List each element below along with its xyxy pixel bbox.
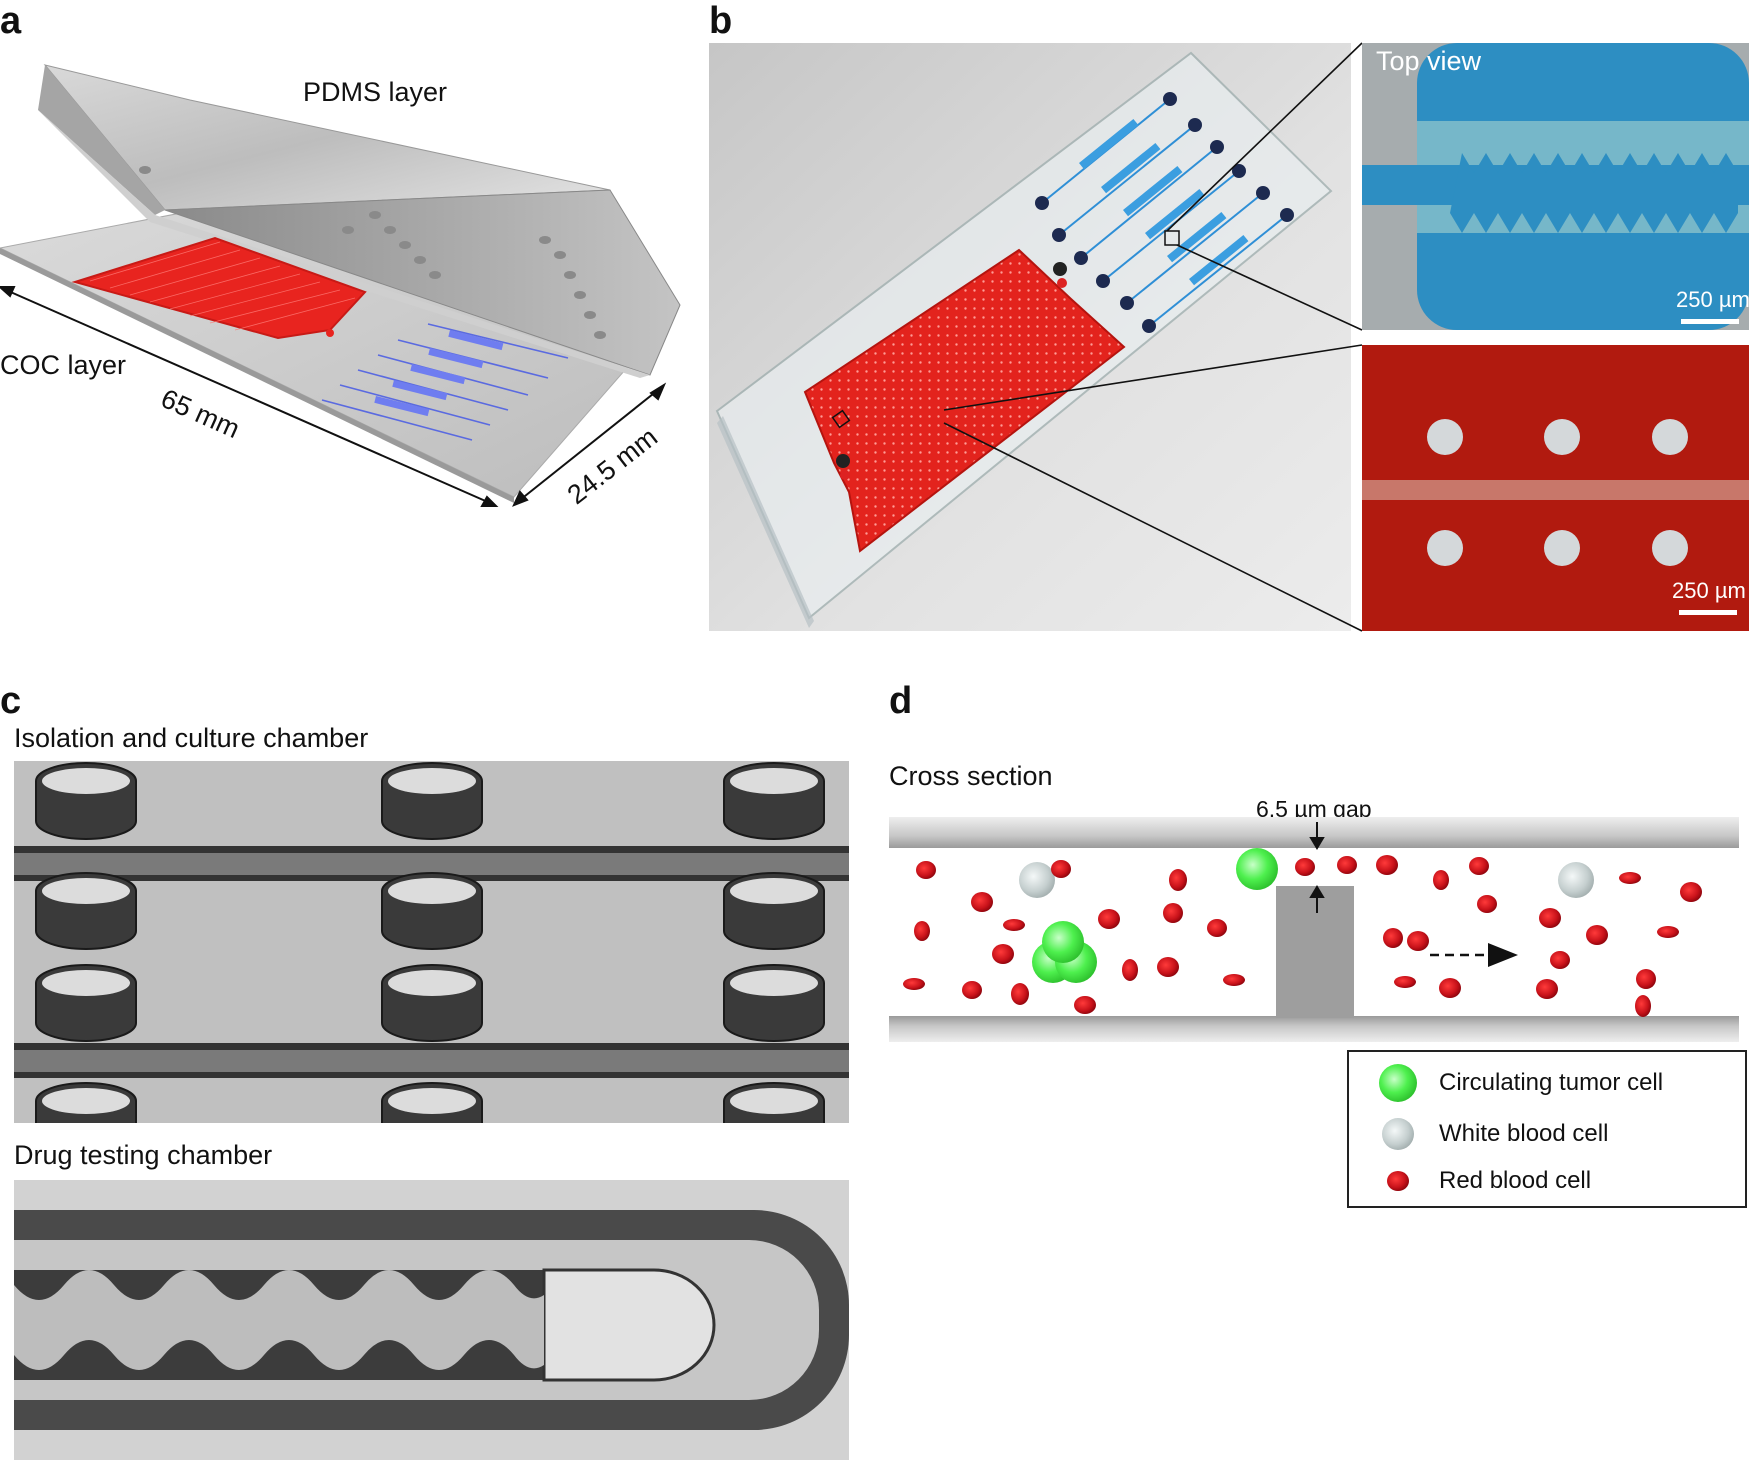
top-view-label: Top view — [1376, 46, 1482, 76]
channel-bottom-wall — [889, 1016, 1739, 1042]
green-tumor-cell-icon — [1379, 1064, 1417, 1102]
isolation-chamber-title: Isolation and culture chamber — [14, 723, 369, 753]
panel-letter-d: d — [889, 680, 913, 722]
red-blood-cell-icon — [1379, 1162, 1417, 1200]
red-chamber-micrograph — [1362, 345, 1749, 631]
flow-arrow — [1430, 943, 1518, 967]
legend-label-white-cell: White blood cell — [1439, 1120, 1609, 1147]
panel-letter-b: b — [709, 0, 733, 42]
chip-photo — [709, 43, 1351, 631]
scale-label-top: 250 µm — [1676, 287, 1749, 312]
chip-3d-render — [0, 64, 681, 507]
panel-letter-c: c — [0, 680, 22, 722]
legend-label-tumor-cell: Circulating tumor cell — [1439, 1069, 1664, 1096]
isolation-chamber-micrograph — [14, 761, 849, 1123]
legend-label-red-cell: Red blood cell — [1439, 1167, 1592, 1194]
barrier-pillar — [1276, 886, 1354, 1018]
legend-item-white-cell: White blood cell — [1349, 1115, 1608, 1153]
cross-section-title: Cross section — [889, 761, 1053, 791]
top-view-micrograph — [1362, 43, 1749, 330]
coc-layer-label: COC layer — [0, 350, 127, 380]
scale-label-bottom: 250 µm — [1672, 578, 1746, 603]
red-isolation-chamber — [71, 236, 367, 340]
gap-label: 6.5 µm gap — [1256, 796, 1372, 822]
drug-testing-micrograph — [14, 1180, 849, 1460]
legend-item-red-cell: Red blood cell — [1349, 1162, 1591, 1200]
drug-testing-chamber-title: Drug testing chamber — [14, 1140, 273, 1170]
red-chamber-photo — [803, 248, 1126, 553]
scale-bar-top — [1681, 319, 1739, 324]
legend-item-tumor-cell: Circulating tumor cell — [1349, 1064, 1663, 1102]
pdms-layer-label: PDMS layer — [303, 77, 448, 107]
panel-letter-a: a — [0, 0, 22, 42]
gray-white-cell-icon — [1379, 1115, 1417, 1153]
cell-legend: Circulating tumor cell White blood cell … — [1347, 1050, 1747, 1208]
scale-bar-bottom — [1679, 610, 1737, 615]
